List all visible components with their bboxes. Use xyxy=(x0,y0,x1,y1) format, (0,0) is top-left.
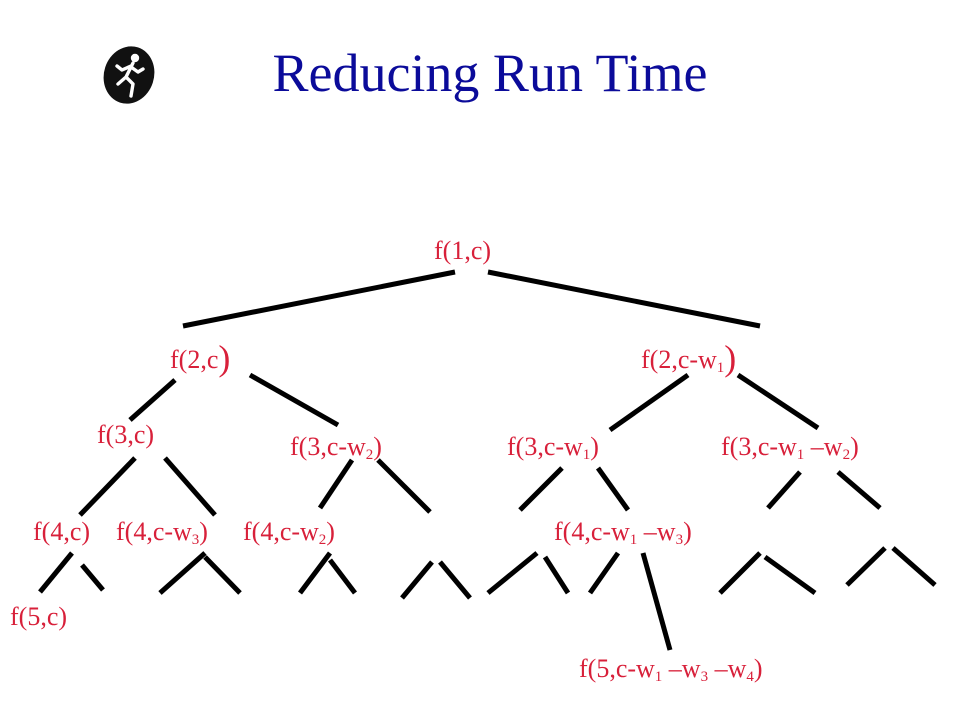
edge xyxy=(376,458,432,514)
edge xyxy=(78,456,137,517)
edge xyxy=(736,372,820,431)
node-f3cw1w2: f(3,c-w1 –w2) xyxy=(721,432,859,470)
node-text: f(3,c-w xyxy=(507,432,583,461)
edge xyxy=(763,554,817,596)
edge xyxy=(248,372,340,428)
node-subscript: 2 xyxy=(842,447,851,463)
edge xyxy=(317,458,355,510)
node-subscript: 1 xyxy=(582,447,591,463)
node-text: f(4,c) xyxy=(33,517,91,546)
edge xyxy=(486,551,539,595)
node-subscript: 2 xyxy=(365,447,374,463)
edge xyxy=(182,269,456,329)
edge xyxy=(203,555,242,595)
node-text: f(5,c-w xyxy=(579,654,655,683)
node-text: ) xyxy=(683,517,692,546)
node-text: –w xyxy=(708,654,747,683)
node-text: f(5,c) xyxy=(10,602,68,631)
edge xyxy=(438,560,472,600)
node-f3cw2: f(3,c-w2) xyxy=(290,432,382,470)
node-subscript: 3 xyxy=(700,669,709,685)
node-text: f(4,c-w xyxy=(243,517,319,546)
edge xyxy=(400,560,434,600)
node-text: ) xyxy=(753,654,763,683)
node-text: –w xyxy=(662,654,701,683)
node-text: ) xyxy=(373,432,382,461)
node-f2cw1: f(2,c-w1) xyxy=(641,340,736,383)
node-paren: ) xyxy=(724,338,737,378)
runner-icon xyxy=(98,44,160,111)
edge xyxy=(891,546,937,587)
node-subscript: 4 xyxy=(746,669,754,685)
node-f5cw1w3w4: f(5,c-w1 –w3 –w4) xyxy=(579,654,763,692)
edge xyxy=(163,456,217,517)
node-f1c: f(1,c) xyxy=(434,236,491,266)
node-text: –w xyxy=(804,432,843,461)
node-f4cw3: f(4,c-w3) xyxy=(116,517,208,555)
node-f4c: f(4,c) xyxy=(33,517,90,547)
node-f4cw1w3: f(4,c-w1 –w3) xyxy=(554,517,692,555)
edge xyxy=(766,470,802,510)
edge xyxy=(595,466,631,512)
edge xyxy=(158,551,207,595)
node-f3c: f(3,c) xyxy=(97,420,154,450)
node-text: ) xyxy=(590,432,599,461)
node-subscript: 3 xyxy=(675,532,684,548)
edge xyxy=(80,563,105,592)
edge xyxy=(836,470,882,510)
node-text: f(1,c) xyxy=(434,236,492,265)
edge xyxy=(128,378,177,422)
node-text: f(4,c-w xyxy=(554,517,630,546)
node-text: ) xyxy=(850,432,859,461)
node-subscript: 1 xyxy=(654,669,663,685)
node-text: f(4,c-w xyxy=(116,517,192,546)
node-subscript: 1 xyxy=(796,447,805,463)
edge xyxy=(608,372,690,433)
node-subscript: 1 xyxy=(629,532,638,548)
node-text: f(3,c-w xyxy=(290,432,366,461)
node-text: f(2,c-w xyxy=(641,345,717,374)
edge xyxy=(587,551,621,595)
edge xyxy=(542,555,571,595)
node-text: f(2,c xyxy=(170,345,219,374)
node-paren: ) xyxy=(218,338,231,378)
edge xyxy=(640,552,673,651)
node-subscript: 1 xyxy=(716,360,725,376)
node-f2c: f(2,c) xyxy=(170,340,230,376)
node-f5c: f(5,c) xyxy=(10,602,67,632)
edge xyxy=(518,466,564,512)
node-subscript: 2 xyxy=(318,532,327,548)
node-text: ) xyxy=(199,517,208,546)
node-text: –w xyxy=(637,517,676,546)
edge xyxy=(487,269,761,329)
node-text: ) xyxy=(326,517,335,546)
slide-title: Reducing Run Time xyxy=(272,43,708,103)
edge xyxy=(298,551,332,595)
node-text: f(3,c) xyxy=(97,420,155,449)
node-subscript: 3 xyxy=(191,532,200,548)
node-text: f(3,c-w xyxy=(721,432,797,461)
edge xyxy=(718,551,762,595)
edge xyxy=(328,558,357,595)
edge xyxy=(38,551,74,594)
node-f4cw2: f(4,c-w2) xyxy=(243,517,335,555)
node-f3cw1: f(3,c-w1) xyxy=(507,432,599,470)
edge xyxy=(845,546,887,587)
